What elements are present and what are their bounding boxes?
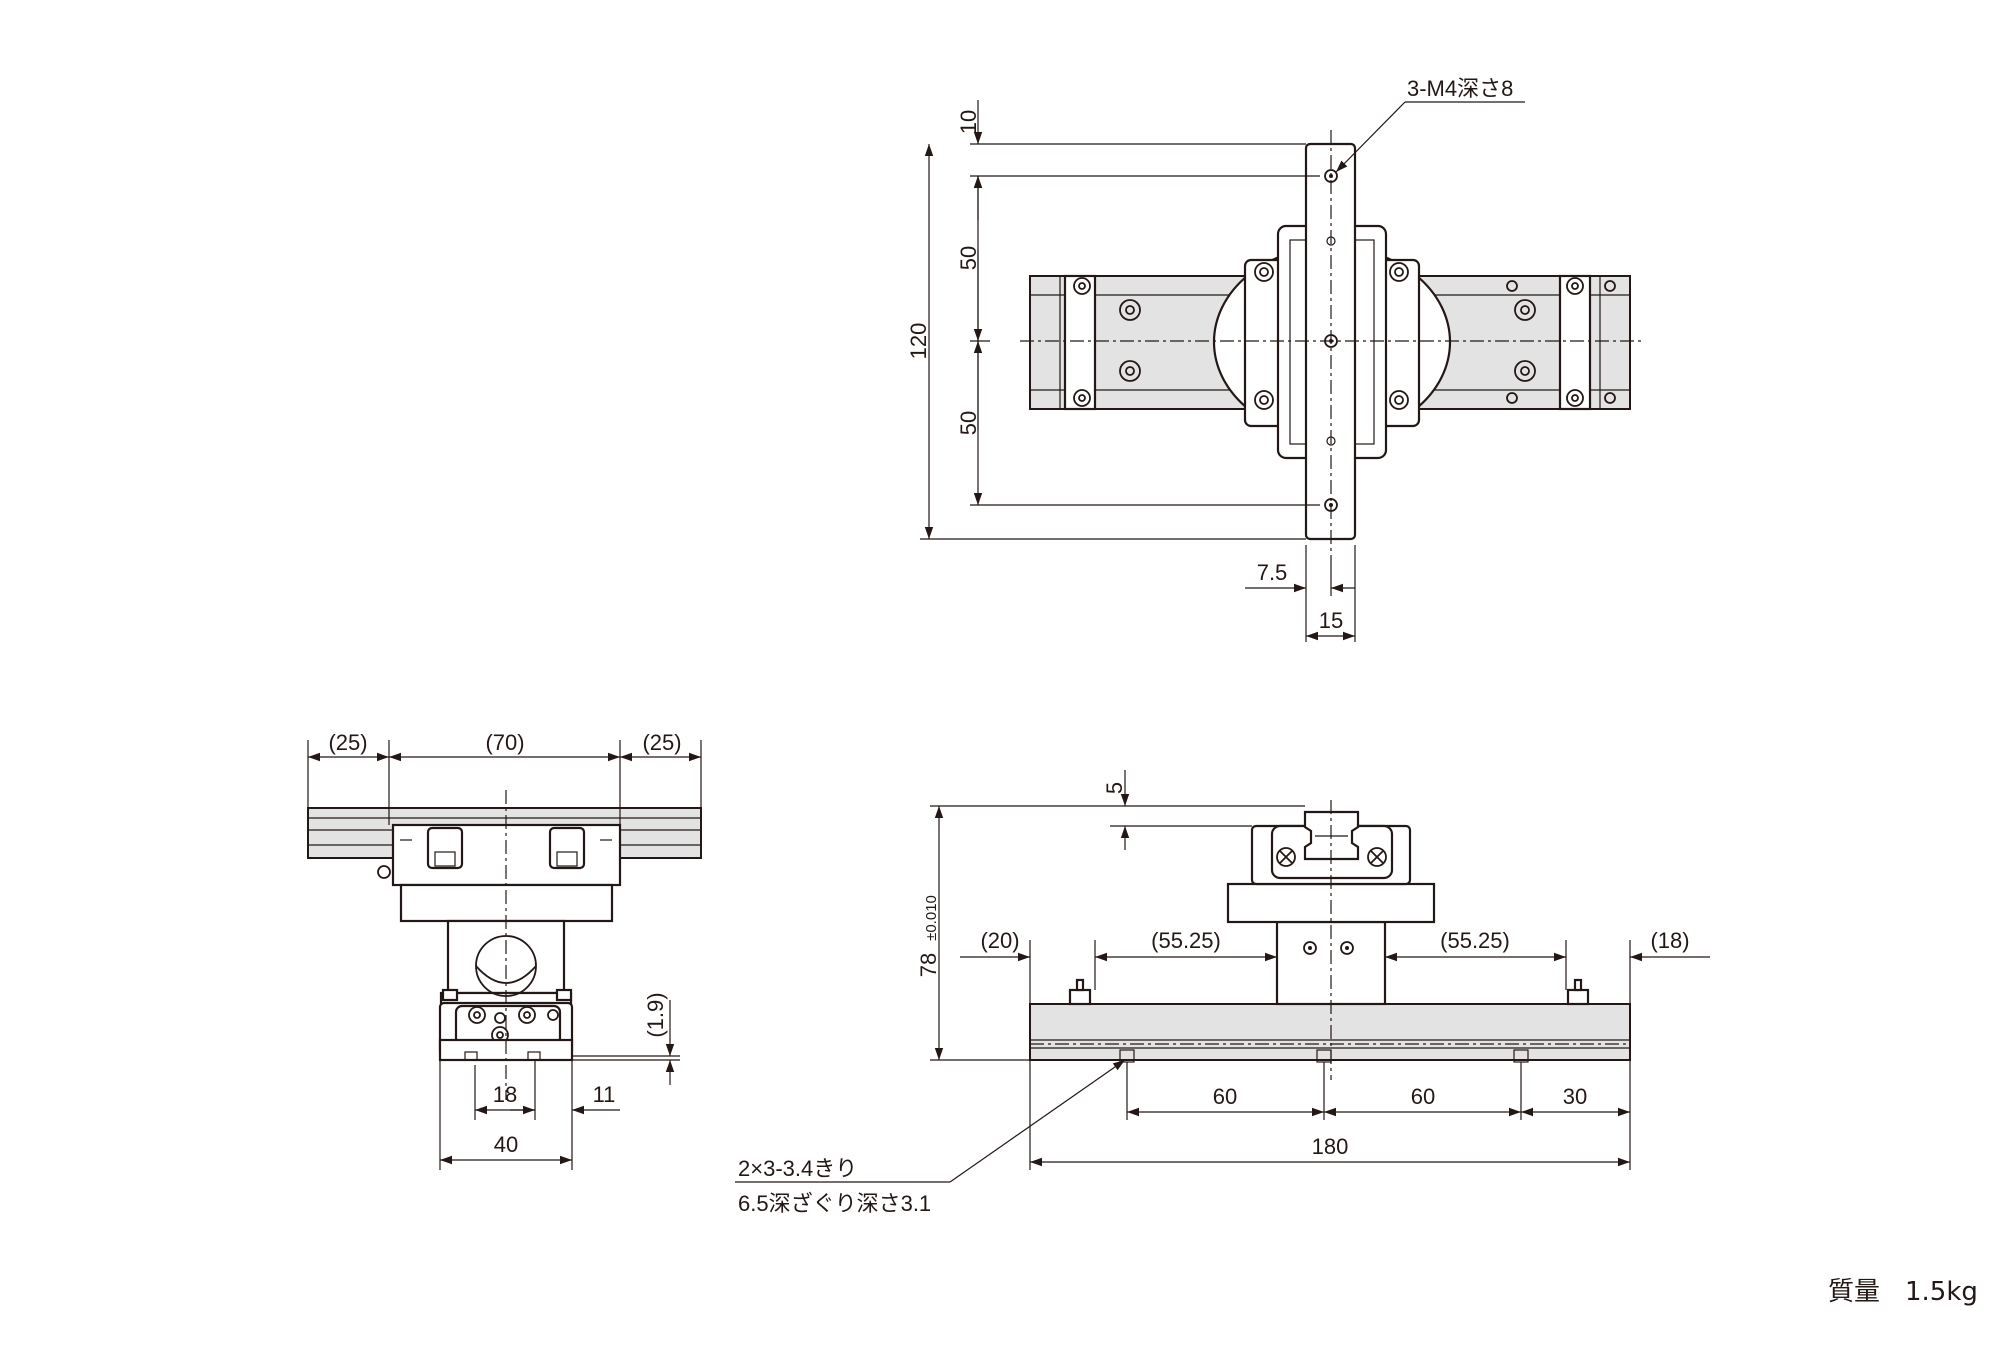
front-view: 5 78 ±0.010 (20) (55.25) (55.25) (18) 60…	[735, 770, 1710, 1216]
hole-note-line-2: 6.5深ざぐり深さ3.1	[738, 1191, 931, 1216]
dim-78-label: 78	[916, 953, 941, 977]
dim-60-first-label: 60	[1213, 1084, 1237, 1109]
mass-block: 質量 1.5kg	[1828, 1277, 1978, 1307]
dim-40-label: 40	[494, 1132, 518, 1157]
dim-55-25-left-label: (55.25)	[1151, 928, 1221, 953]
dim-25-left-label: (25)	[328, 730, 367, 755]
mass-label: 質量	[1828, 1277, 1880, 1307]
dim-5-label: 5	[1102, 782, 1127, 794]
dim-15-label: 15	[1319, 608, 1343, 633]
bolt-icon	[1073, 262, 1616, 410]
side-view: (25) (70) (25) (1.9) 18 11 40	[307, 730, 702, 1170]
dim-10-label: 10	[956, 110, 981, 134]
hole-note-line-1: 2×3-3.4きり	[738, 1156, 857, 1181]
dim-60-second-label: 60	[1411, 1084, 1435, 1109]
dim-1-9-label: (1.9)	[643, 992, 668, 1037]
dim-30-label: 30	[1563, 1084, 1587, 1109]
dim-20-label: (20)	[980, 928, 1019, 953]
tap-note-label: 3-M4深さ8	[1407, 76, 1513, 101]
dim-50-upper-label: 50	[956, 246, 981, 270]
bolt-icon	[1303, 941, 1354, 955]
dim-7-5-label: 7.5	[1257, 560, 1288, 585]
mass-value: 1.5kg	[1905, 1277, 1978, 1307]
dim-120-label: 120	[906, 323, 931, 360]
dim-70-label: (70)	[485, 730, 524, 755]
bolt-icon	[468, 1006, 559, 1044]
dim-78-tolerance-label: ±0.010	[923, 895, 940, 941]
dim-50-lower-label: 50	[956, 411, 981, 435]
dim-18-label: 18	[493, 1082, 517, 1107]
dim-11-label: 11	[593, 1082, 616, 1107]
cross-bolt-icon	[1276, 847, 1387, 867]
dim-18-paren-label: (18)	[1650, 928, 1689, 953]
dim-55-25-right-label: (55.25)	[1440, 928, 1510, 953]
top-view: 10 50 50 120 7.5 15 3-M4深さ8	[906, 76, 1645, 642]
dim-25-right-label: (25)	[642, 730, 681, 755]
dim-180-label: 180	[1312, 1134, 1349, 1159]
